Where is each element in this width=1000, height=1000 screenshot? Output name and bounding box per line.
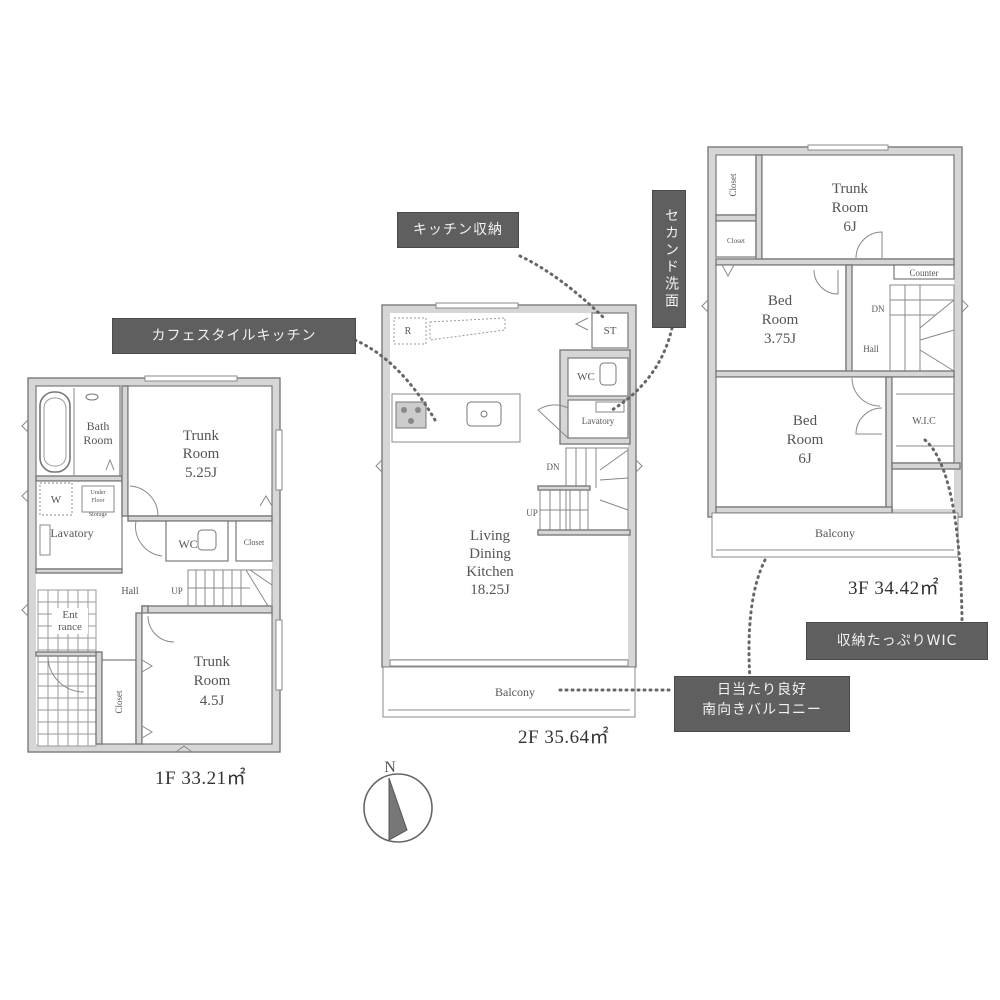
trunk-room-2-label-2: Room <box>194 673 231 689</box>
wc-2f-label: WC <box>577 371 595 383</box>
bathtub-icon <box>39 391 71 473</box>
trunk-room-2-label-1: Trunk <box>194 654 231 670</box>
closet-3f-1-label: Closet <box>728 173 738 197</box>
trunk-room-3f <box>761 154 955 260</box>
washer-label: W <box>51 494 62 506</box>
washer-icon <box>39 482 73 516</box>
bed-2-label-3: 6J <box>798 451 812 467</box>
wic-label: W.I.C <box>912 416 936 427</box>
stove-icon <box>395 401 427 429</box>
ldk-label-2: Dining <box>469 546 511 562</box>
bed-2-label-1: Bed <box>793 413 818 429</box>
entrance-label-1: Ent <box>62 609 77 621</box>
sink-icon <box>466 401 502 427</box>
under-floor-label-2: Floor <box>91 498 104 504</box>
trunk-3f-label-3: 6J <box>843 219 857 235</box>
closet-3f-2-label: Closet <box>727 237 745 245</box>
bed-1-label-1: Bed <box>768 293 793 309</box>
trunk-room-1-label-3: 5.25J <box>185 465 217 481</box>
floor-1f-plan: Bath Room W Under Floor Storage Lavatory… <box>21 375 283 753</box>
bath-label-1: Bath <box>87 419 110 433</box>
trunk-3f-label-1: Trunk <box>832 181 869 197</box>
toilet-icon <box>197 529 217 551</box>
floor-3f-plan: Closet Closet Trunk Room 6J Counter Bed … <box>701 144 969 558</box>
bed-1-label-2: Room <box>762 312 799 328</box>
trunk-3f-label-2: Room <box>832 200 869 216</box>
bath-room <box>35 385 121 479</box>
wc-1f-label: WC <box>178 537 197 551</box>
fridge-label: R <box>405 326 412 337</box>
lavatory-sink-icon <box>39 524 51 556</box>
trunk-room-1-label-1: Trunk <box>183 428 220 444</box>
storage-label: ST <box>604 325 617 337</box>
entrance-label-2: rance <box>58 621 82 633</box>
floor-3f-area: 3F 34.42㎡ <box>848 578 940 599</box>
balcony-2f <box>382 666 636 718</box>
lavatory-label: Lavatory <box>50 526 93 540</box>
dn-2f-label: DN <box>547 462 560 472</box>
callout-leaders <box>353 254 964 692</box>
callout-cafe-kitchen: カフェスタイルキッチン <box>112 318 356 354</box>
trunk-room-2-label-3: 4.5J <box>200 693 225 709</box>
balcony-2f-label: Balcony <box>495 685 535 699</box>
callout-wic: 収納たっぷりWIC <box>806 622 988 660</box>
dn-3f-label: DN <box>872 304 885 314</box>
callout-balcony: 日当たり良好 南向きバルコニー <box>674 676 850 732</box>
closet-1f-long-label: Closet <box>114 690 124 714</box>
ldk-label-1: Living <box>470 528 510 544</box>
lavatory-2f-label: Lavatory <box>582 416 615 426</box>
trunk-room-1 <box>127 385 273 517</box>
closet-1f-small-label: Closet <box>244 538 265 547</box>
floor-2f-plan: R ST WC Lavatory <box>375 302 643 718</box>
compass-n-label: N <box>384 759 396 776</box>
bed-room-2 <box>715 376 887 508</box>
stairs-1f <box>187 569 273 607</box>
up-1f-label: UP <box>171 586 183 596</box>
hall-1f-label: Hall <box>121 586 138 597</box>
callout-balcony-line-1: 日当たり良好 <box>717 682 807 698</box>
under-floor-label-3: Storage <box>89 512 108 518</box>
balcony-3f-label: Balcony <box>815 526 855 540</box>
callout-balcony-line-2: 南向きバルコニー <box>702 702 822 718</box>
north-arrow-icon: N <box>363 759 433 843</box>
up-2f-label: UP <box>526 508 538 518</box>
bed-1-label-3: 3.75J <box>764 331 796 347</box>
ldk-label-4: 18.25J <box>470 582 510 598</box>
wc-1f <box>165 520 229 562</box>
svg-text:Bath: Bath <box>87 419 110 433</box>
hall-3f-label: Hall <box>863 344 879 354</box>
ldk-label-3: Kitchen <box>466 564 514 580</box>
trunk-room-1-label-2: Room <box>183 446 220 462</box>
walk-in-closet <box>891 376 955 464</box>
trunk-room-2 <box>141 612 273 745</box>
under-floor-label-1: Under <box>91 490 106 496</box>
floor-1f-area: 1F 33.21㎡ <box>155 768 247 789</box>
bath-label-2: Room <box>83 433 113 447</box>
callout-kitchen-storage: キッチン収納 <box>397 212 519 248</box>
counter-label: Counter <box>910 268 939 278</box>
fridge-icon <box>393 317 427 345</box>
toilet-icon <box>599 362 617 386</box>
bed-2-label-2: Room <box>787 432 824 448</box>
bed-room-1 <box>715 264 847 372</box>
floor-2f-area: 2F 35.64㎡ <box>518 727 610 748</box>
callout-second-wash: セカンド洗面 <box>652 190 686 328</box>
